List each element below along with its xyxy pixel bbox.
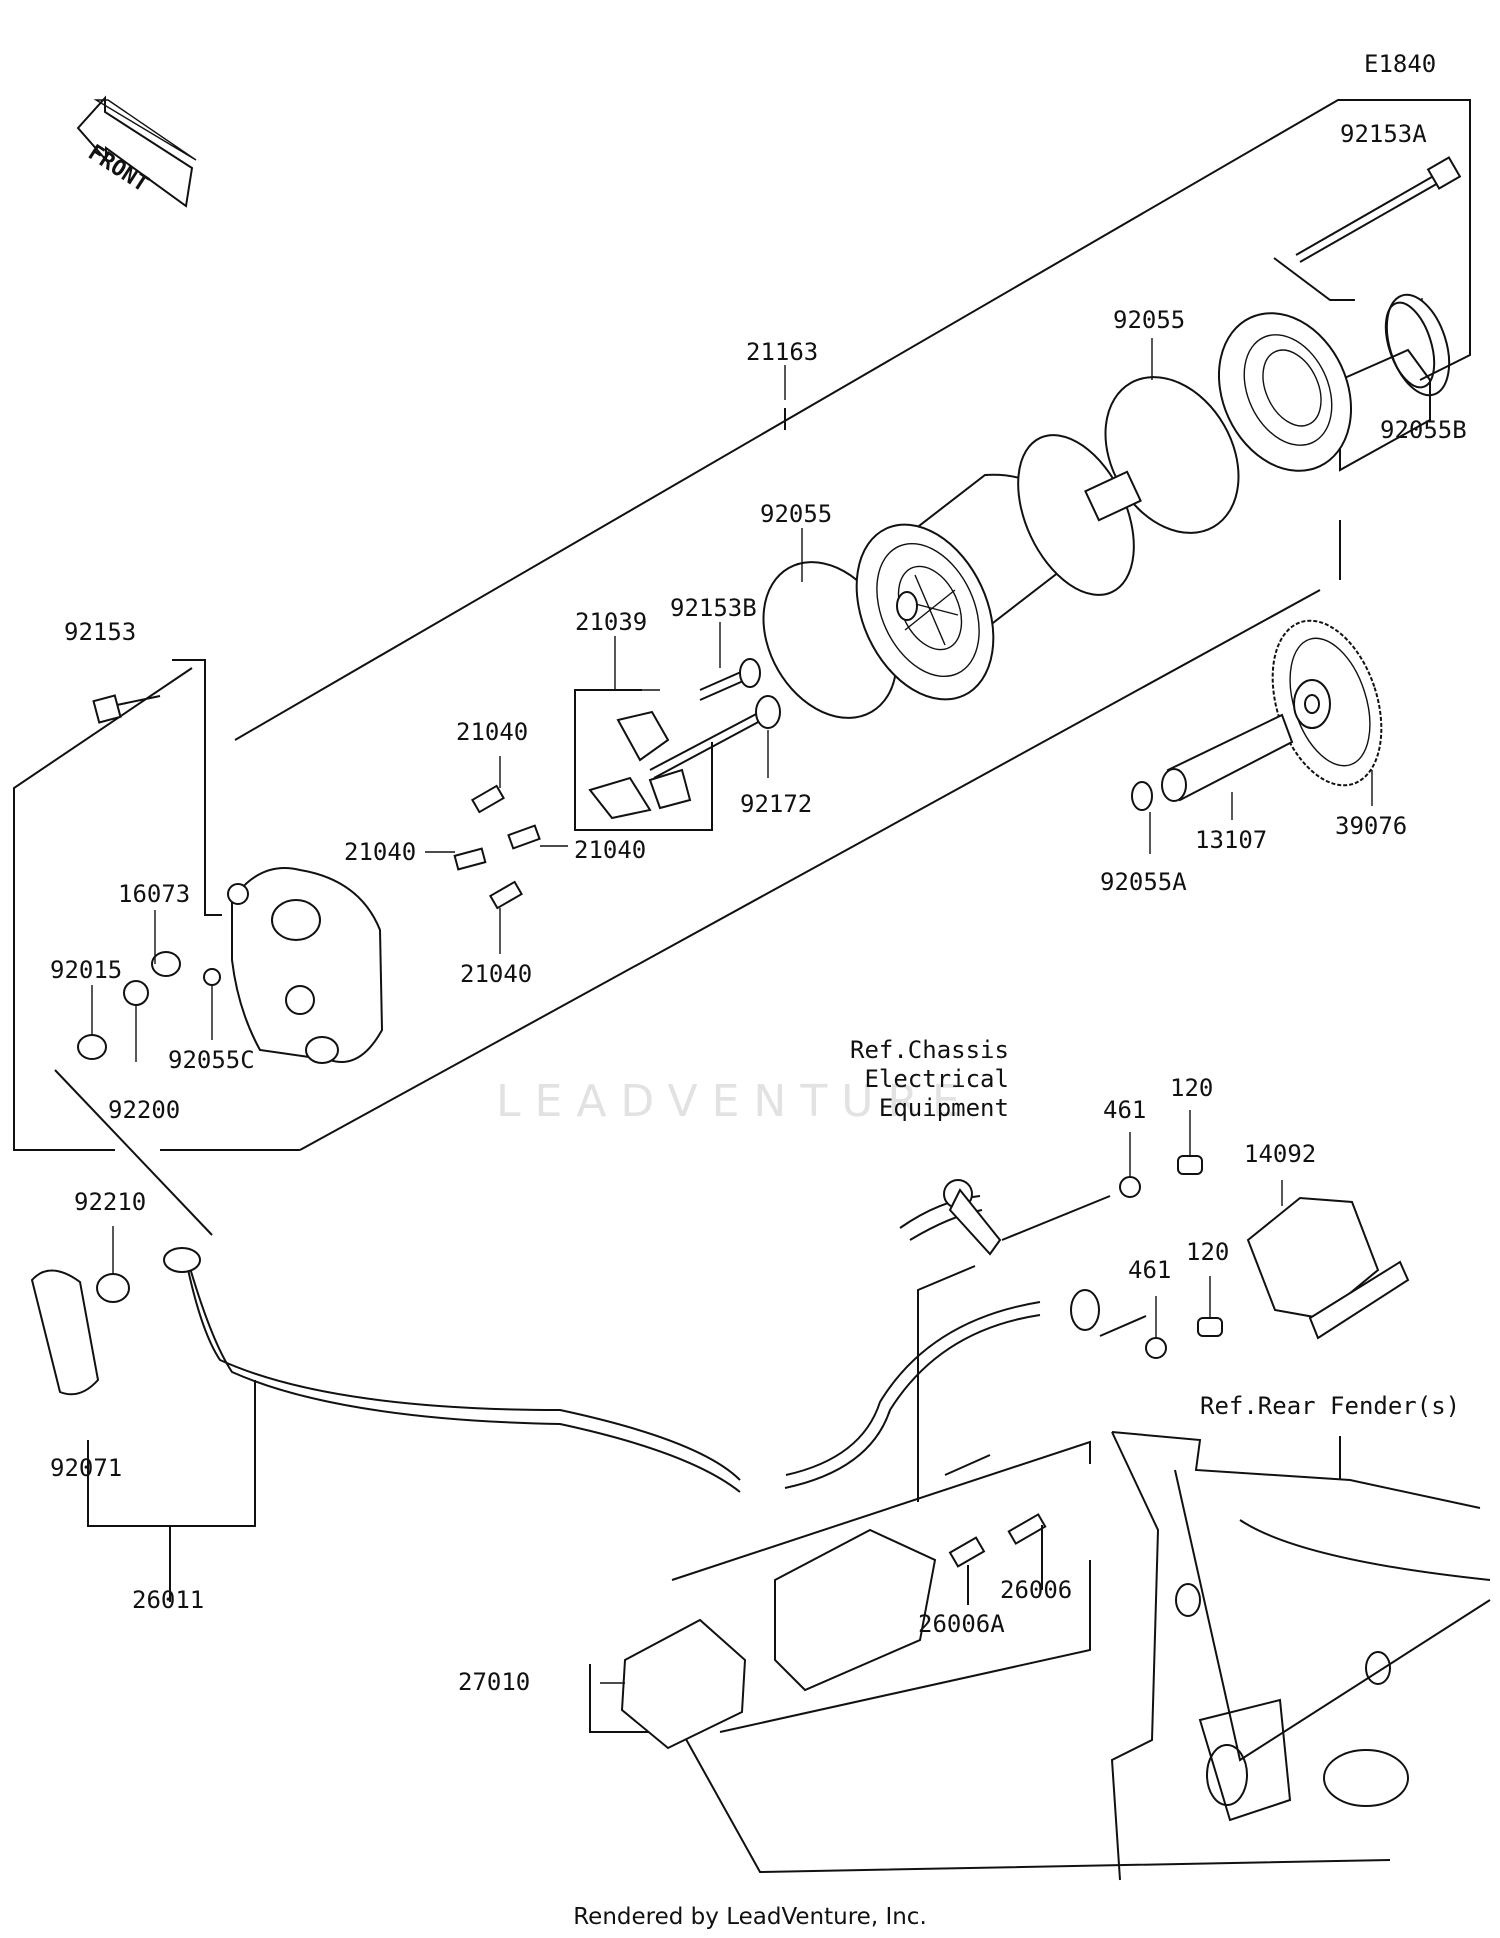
spring-21040 [453, 784, 541, 910]
part-label-13107[interactable]: 13107 [1195, 826, 1268, 854]
part-label-14092[interactable]: 14092 [1244, 1140, 1317, 1168]
shaft-13107 [1131, 713, 1294, 811]
part-label-461-a[interactable]: 461 [1103, 1096, 1147, 1124]
part-label-92071[interactable]: 92071 [50, 1454, 123, 1482]
brush-holder-21039 [574, 689, 713, 831]
nut-92015 [77, 1034, 107, 1060]
part-label-26006A[interactable]: 26006A [918, 1610, 1005, 1638]
credit-footer: Rendered by LeadVenture, Inc. [573, 1904, 927, 1930]
washer-461-b [1145, 1337, 1167, 1359]
part-label-39076[interactable]: 39076 [1335, 812, 1408, 840]
terminal-end [163, 1247, 201, 1273]
part-label-26006[interactable]: 26006 [1000, 1576, 1073, 1604]
front-arrow-icon [76, 95, 197, 208]
rear-fender-reference [1110, 1431, 1491, 1881]
starter-motor-body [855, 434, 1142, 701]
part-label-92055C[interactable]: 92055C [168, 1046, 255, 1074]
bolt-92172 [649, 695, 781, 779]
part-label-92055B[interactable]: 92055B [1380, 416, 1467, 444]
part-label-92055A[interactable]: 92055A [1100, 868, 1187, 896]
part-label-461-b[interactable]: 461 [1128, 1256, 1172, 1284]
part-label-27010[interactable]: 27010 [458, 1668, 531, 1696]
rear-cover [227, 867, 384, 1064]
chassis-ground-lead [899, 1179, 1111, 1502]
gear-39076 [1271, 619, 1383, 787]
bolt-92153B [699, 658, 761, 701]
part-label-92015[interactable]: 92015 [50, 956, 123, 984]
bolt-120-b [1197, 1317, 1223, 1337]
end-cover [1217, 312, 1353, 472]
part-label-92055-top[interactable]: 92055 [1113, 306, 1186, 334]
part-label-92172[interactable]: 92172 [740, 790, 813, 818]
part-label-21163[interactable]: 21163 [746, 338, 819, 366]
reference-rear-fender[interactable]: Ref.Rear Fender(s) [1200, 1392, 1461, 1420]
washer-92200 [123, 980, 149, 1006]
part-label-92153[interactable]: 92153 [64, 618, 137, 646]
part-label-92055-mid[interactable]: 92055 [760, 500, 833, 528]
part-label-26011[interactable]: 26011 [132, 1586, 205, 1614]
part-label-120-b[interactable]: 120 [1186, 1238, 1230, 1266]
part-label-16073[interactable]: 16073 [118, 880, 191, 908]
part-label-21039[interactable]: 21039 [575, 608, 648, 636]
bolt-92153A [1273, 156, 1462, 301]
part-label-92153B[interactable]: 92153B [670, 594, 757, 622]
cover-14092 [1246, 1196, 1410, 1340]
part-label-21040-a[interactable]: 21040 [456, 718, 529, 746]
washer-461-a [1119, 1176, 1141, 1198]
part-label-92210[interactable]: 92210 [74, 1188, 147, 1216]
part-label-92153A[interactable]: 92153A [1340, 120, 1427, 148]
part-label-21040-b[interactable]: 21040 [344, 838, 417, 866]
nut-92210 [96, 1273, 130, 1303]
part-label-21040-d[interactable]: 21040 [460, 960, 533, 988]
washer-92055C [203, 968, 221, 986]
part-label-21040-c[interactable]: 21040 [574, 836, 647, 864]
bolt-120-a [1177, 1155, 1203, 1175]
washer-16073 [151, 951, 181, 977]
boot-92071 [30, 1269, 100, 1396]
part-label-120-a[interactable]: 120 [1170, 1074, 1214, 1102]
bolt-92153 [92, 694, 161, 724]
relay-group-27010 [589, 1440, 1391, 1874]
reference-chassis[interactable]: Ref.Chassis Electrical Equipment [850, 1036, 1009, 1122]
starter-assembly-outline [13, 99, 1471, 1236]
part-label-92200[interactable]: 92200 [108, 1096, 181, 1124]
watermark: LEADVENTURE [496, 1076, 974, 1127]
leader-lines [91, 298, 1423, 1684]
cable-26011 [163, 1247, 1100, 1493]
washer-92055A [1131, 781, 1153, 811]
diagram-code: E1840 [1364, 50, 1437, 78]
